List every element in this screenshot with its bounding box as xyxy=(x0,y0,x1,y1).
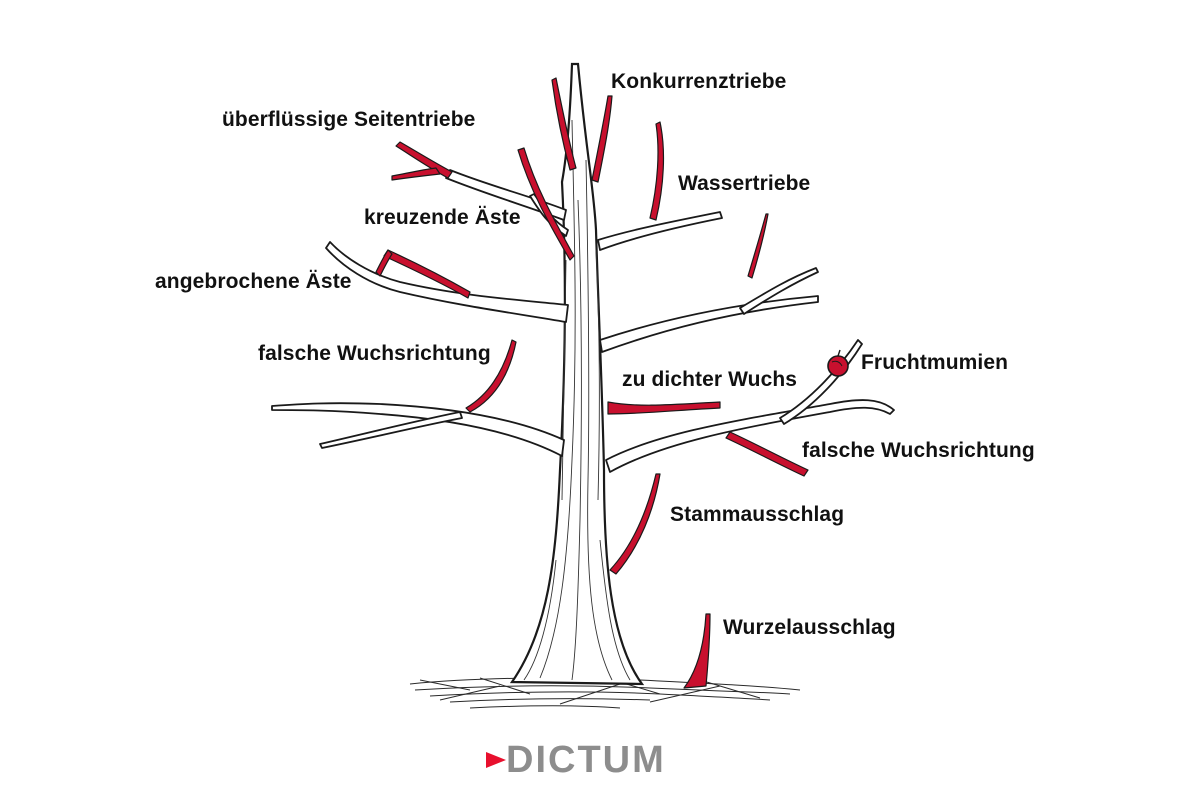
broken-branch xyxy=(383,249,471,299)
crossing-branch xyxy=(517,147,575,261)
competing-shoot-right xyxy=(591,95,613,183)
logo-arrow-icon xyxy=(486,752,506,768)
trunk-sprout xyxy=(609,473,661,575)
competing-shoot-left xyxy=(551,77,577,171)
label-angebrochene-aeste: angebrochene Äste xyxy=(155,270,352,293)
label-konkurrenztriebe: Konkurrenztriebe xyxy=(611,70,787,93)
fruit-mummy-icon xyxy=(827,349,849,377)
label-kreuzende-aeste: kreuzende Äste xyxy=(364,206,521,229)
logo-wordmark: DICTUM xyxy=(506,739,666,781)
branches xyxy=(271,169,895,473)
wrong-direction-right xyxy=(725,431,809,477)
label-wassertriebe: Wassertriebe xyxy=(678,172,811,195)
dictum-logo: DICTUM xyxy=(486,740,698,780)
label-zu-dichter-wuchs: zu dichter Wuchs xyxy=(622,368,798,391)
water-shoot xyxy=(649,121,665,221)
too-dense-growth xyxy=(607,401,721,415)
marked-shoots xyxy=(375,77,809,689)
right-upper-shoot xyxy=(747,213,769,279)
label-wurzelausschlag: Wurzelausschlag xyxy=(723,616,896,639)
label-falsche-wuchsrichtung-right: falsche Wuchsrichtung xyxy=(802,439,1035,462)
label-fruchtmumien: Fruchtmumien xyxy=(861,351,1009,374)
wrong-direction-left xyxy=(465,339,517,413)
label-ueberfluessige-seitentriebe: überflüssige Seitentriebe xyxy=(222,108,476,131)
label-falsche-wuchsrichtung-left: falsche Wuchsrichtung xyxy=(258,342,491,365)
root-sprout xyxy=(683,613,711,689)
label-stammausschlag: Stammausschlag xyxy=(670,503,845,526)
ground-hatching xyxy=(409,675,801,709)
